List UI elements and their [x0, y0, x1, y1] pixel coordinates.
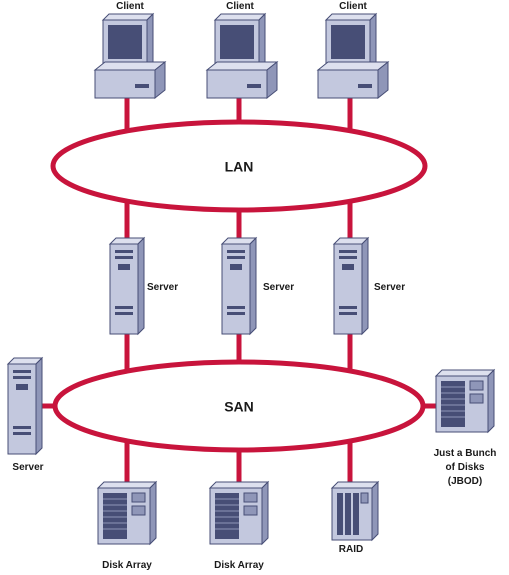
- server-1: Server: [109, 237, 178, 335]
- raid: RAID: [331, 481, 379, 555]
- client-2-label: Client: [226, 1, 254, 12]
- lan-label: LAN: [225, 159, 254, 175]
- disk-array-1: Disk Array: [97, 481, 157, 571]
- client-1: Client: [94, 1, 166, 99]
- jbod: Just a Bunch of Disks (JBOD): [434, 369, 497, 487]
- client-3-label: Client: [339, 1, 367, 12]
- disk-array-2-label: Disk Array: [214, 560, 264, 571]
- client-2: Client: [206, 1, 278, 99]
- disk-array-1-label: Disk Array: [102, 560, 152, 571]
- server-3-label: Server: [374, 282, 405, 293]
- server-2-label: Server: [263, 282, 294, 293]
- jbod-label-line-2: of Disks: [446, 462, 485, 473]
- side-server-label: Server: [12, 462, 43, 473]
- lan-ellipse: [50, 119, 428, 213]
- side-server: Server: [7, 357, 44, 473]
- client-3: Client: [317, 1, 389, 99]
- jbod-label-line-3: (JBOD): [448, 476, 482, 487]
- disk-array-2: Disk Array: [209, 481, 269, 571]
- server-1-label: Server: [147, 282, 178, 293]
- raid-label: RAID: [339, 544, 363, 555]
- server-2: Server: [221, 237, 294, 335]
- san-ellipse: [52, 359, 426, 453]
- san-label: SAN: [224, 399, 254, 415]
- server-3: Server: [333, 237, 405, 335]
- jbod-label-line-1: Just a Bunch: [434, 448, 497, 459]
- client-1-label: Client: [116, 1, 144, 12]
